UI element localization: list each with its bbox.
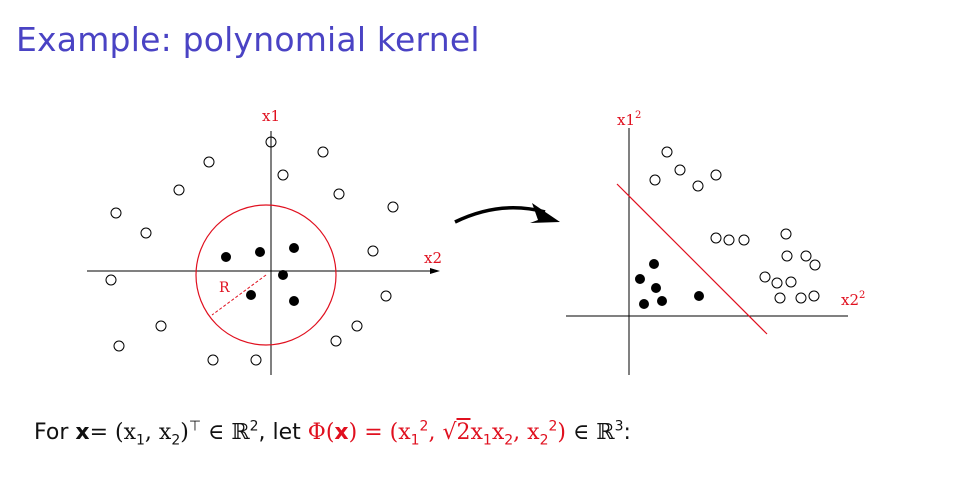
formula-phi-x: x bbox=[334, 420, 349, 445]
filled-point bbox=[278, 270, 288, 280]
right-axis-label-x1sq: x12 bbox=[617, 110, 641, 129]
hollow-point bbox=[105, 274, 117, 286]
hollow-point bbox=[330, 335, 342, 347]
formula-sup: 2 bbox=[419, 418, 429, 435]
formula-comma1: , x bbox=[144, 420, 172, 445]
right-hollow-points bbox=[649, 146, 821, 304]
formula-sup: 2 bbox=[548, 418, 558, 435]
hollow-point bbox=[351, 320, 363, 332]
formula-mid2: x bbox=[491, 420, 505, 445]
filled-point bbox=[694, 291, 704, 301]
hollow-point bbox=[380, 290, 392, 302]
hollow-point bbox=[113, 340, 125, 352]
hollow-point bbox=[781, 250, 793, 262]
formula-sub: 2 bbox=[539, 432, 549, 449]
hollow-point bbox=[692, 180, 704, 192]
hollow-point bbox=[203, 156, 215, 168]
hollow-point bbox=[759, 271, 771, 283]
hollow-point bbox=[110, 207, 122, 219]
hollow-point bbox=[250, 354, 262, 366]
formula-close2: ) bbox=[557, 420, 567, 445]
hollow-point bbox=[800, 250, 812, 262]
filled-point bbox=[651, 283, 661, 293]
hollow-point bbox=[649, 174, 661, 186]
hollow-point bbox=[207, 354, 219, 366]
decision-boundary-circle bbox=[195, 204, 337, 346]
formula-sup: 2 bbox=[249, 418, 259, 435]
formula-transpose: ⊤ bbox=[188, 418, 202, 435]
formula-eq1: = (x bbox=[89, 420, 136, 445]
formula-prefix: For bbox=[34, 420, 69, 445]
hollow-point bbox=[333, 188, 345, 200]
linear-separator-line bbox=[616, 183, 768, 335]
formula-sqrt: , √ bbox=[428, 420, 457, 445]
hollow-point bbox=[674, 164, 686, 176]
mapping-arrow bbox=[454, 203, 560, 224]
filled-point bbox=[246, 290, 256, 300]
hollow-point bbox=[387, 201, 399, 213]
filled-point bbox=[657, 296, 667, 306]
formula-let: , let bbox=[258, 420, 301, 445]
left-axis-label-x2: x2 bbox=[424, 249, 442, 267]
hollow-point bbox=[173, 184, 185, 196]
hollow-point bbox=[710, 232, 722, 244]
formula-eq2: ) = (x bbox=[348, 420, 411, 445]
left-horizontal-arrow bbox=[430, 268, 440, 274]
formula-sup: 3 bbox=[614, 418, 624, 435]
left-filled-points bbox=[221, 243, 299, 306]
filled-point bbox=[289, 243, 299, 253]
hollow-point bbox=[661, 146, 673, 158]
right-filled-points bbox=[635, 259, 704, 309]
right-axis-label-x2sq: x22 bbox=[841, 290, 865, 309]
left-plot: x1 x2 R bbox=[87, 107, 442, 375]
hollow-point bbox=[738, 234, 750, 246]
filled-point bbox=[289, 296, 299, 306]
filled-point bbox=[639, 299, 649, 309]
radius-line bbox=[211, 274, 267, 316]
formula-sub: 1 bbox=[410, 432, 420, 449]
hollow-point bbox=[780, 228, 792, 240]
formula-sqrt-arg: 2 bbox=[456, 420, 471, 445]
formula-sub: 1 bbox=[136, 432, 145, 449]
kernel-formula: For x= (x1, x2)⊤ ∈ ℝ2, let Φ(x) = (x12, … bbox=[34, 418, 631, 449]
formula-in2: ∈ ℝ bbox=[566, 420, 615, 445]
filled-point bbox=[255, 247, 265, 257]
hollow-point bbox=[265, 136, 277, 148]
formula-x-vector: x bbox=[75, 420, 90, 445]
formula-phi: Φ( bbox=[300, 420, 335, 445]
slide-title: Example: polynomial kernel bbox=[16, 20, 480, 59]
filled-point bbox=[635, 274, 645, 284]
formula-sub: 2 bbox=[504, 432, 514, 449]
hollow-point bbox=[723, 234, 735, 246]
formula-sub: 1 bbox=[482, 432, 492, 449]
formula-close1: ) bbox=[180, 420, 189, 445]
formula-comma3: , x bbox=[513, 420, 540, 445]
radius-label: R bbox=[219, 280, 230, 296]
hollow-point bbox=[155, 320, 167, 332]
filled-point bbox=[649, 259, 659, 269]
formula-colon: : bbox=[623, 420, 631, 445]
formula-mid: x bbox=[470, 420, 483, 445]
formula-in1: ∈ ℝ bbox=[201, 420, 250, 445]
hollow-point bbox=[785, 276, 797, 288]
hollow-point bbox=[367, 245, 379, 257]
left-axis-label-x1: x1 bbox=[262, 107, 280, 125]
hollow-point bbox=[774, 292, 786, 304]
hollow-point bbox=[317, 146, 329, 158]
hollow-point bbox=[809, 259, 821, 271]
left-hollow-points bbox=[105, 136, 399, 366]
filled-point bbox=[221, 252, 231, 262]
right-plot: x12 x22 bbox=[566, 110, 865, 375]
hollow-point bbox=[795, 292, 807, 304]
formula-sub: 2 bbox=[171, 432, 181, 449]
hollow-point bbox=[277, 169, 289, 181]
hollow-point bbox=[710, 169, 722, 181]
hollow-point bbox=[771, 277, 783, 289]
hollow-point bbox=[808, 290, 820, 302]
hollow-point bbox=[140, 227, 152, 239]
